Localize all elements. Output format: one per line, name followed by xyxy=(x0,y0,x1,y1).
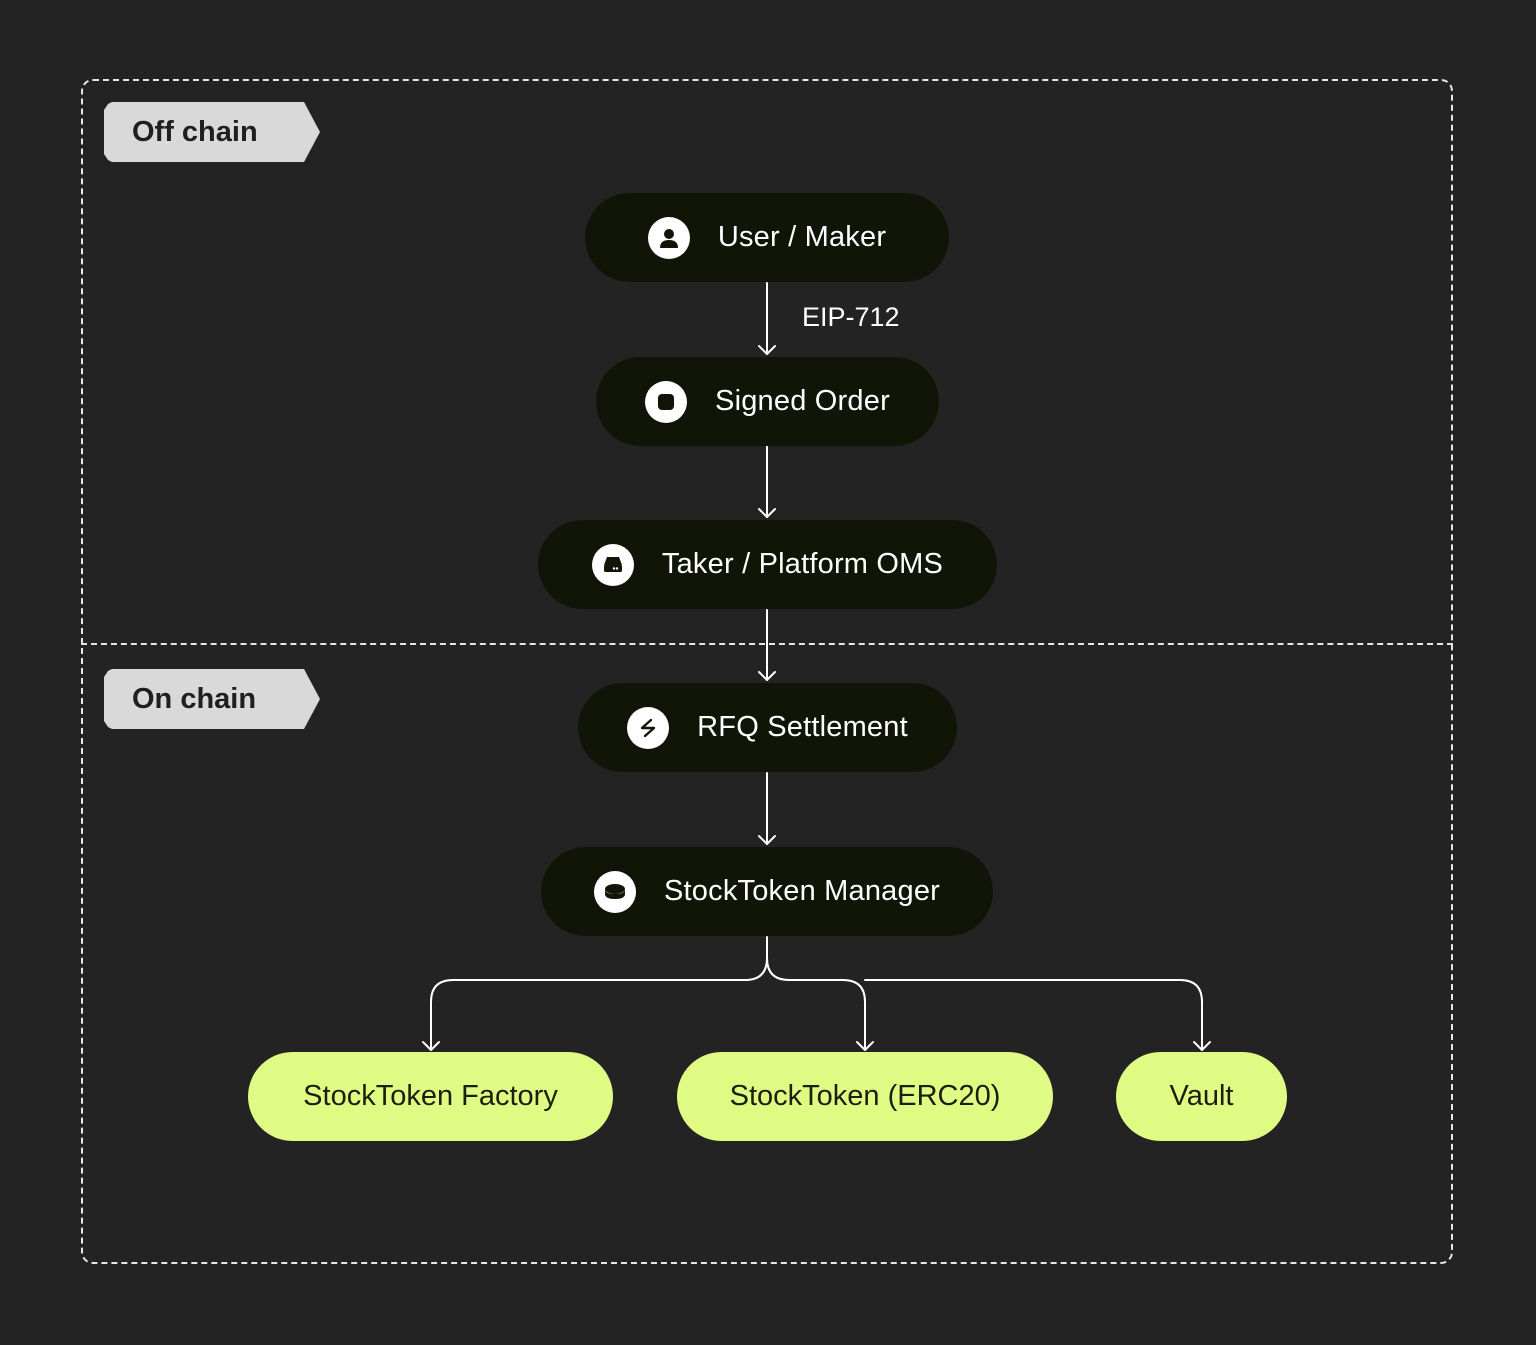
node-label: Signed Order xyxy=(715,385,890,417)
leaf-stocktoken-factory: StockToken Factory xyxy=(248,1052,613,1141)
node-user-maker: User / Maker xyxy=(585,193,949,282)
node-label: Taker / Platform OMS xyxy=(661,548,944,580)
node-signed-order: Signed Order xyxy=(596,357,939,446)
node-label: StockToken Manager xyxy=(663,875,941,907)
node-label: User / Maker xyxy=(717,221,887,253)
node-label: RFQ Settlement xyxy=(697,711,908,743)
chain-divider xyxy=(81,643,1453,645)
swap-icon xyxy=(627,706,670,749)
off-chain-tag: Off chain xyxy=(104,102,320,162)
leaf-stocktoken-erc20: StockToken (ERC20) xyxy=(677,1052,1053,1141)
server-icon xyxy=(591,543,634,586)
node-stocktoken-manager: StockToken Manager xyxy=(541,847,993,936)
square-icon xyxy=(645,380,688,423)
node-taker-oms: Taker / Platform OMS xyxy=(538,520,997,609)
on-chain-tag: On chain xyxy=(104,669,320,729)
system-boundary xyxy=(81,79,1453,1264)
coin-stack-icon xyxy=(593,870,636,913)
user-icon xyxy=(647,216,690,259)
eip712-label: EIP-712 xyxy=(802,302,900,332)
leaf-vault: Vault xyxy=(1116,1052,1287,1141)
node-rfq-settlement: RFQ Settlement xyxy=(578,683,957,772)
